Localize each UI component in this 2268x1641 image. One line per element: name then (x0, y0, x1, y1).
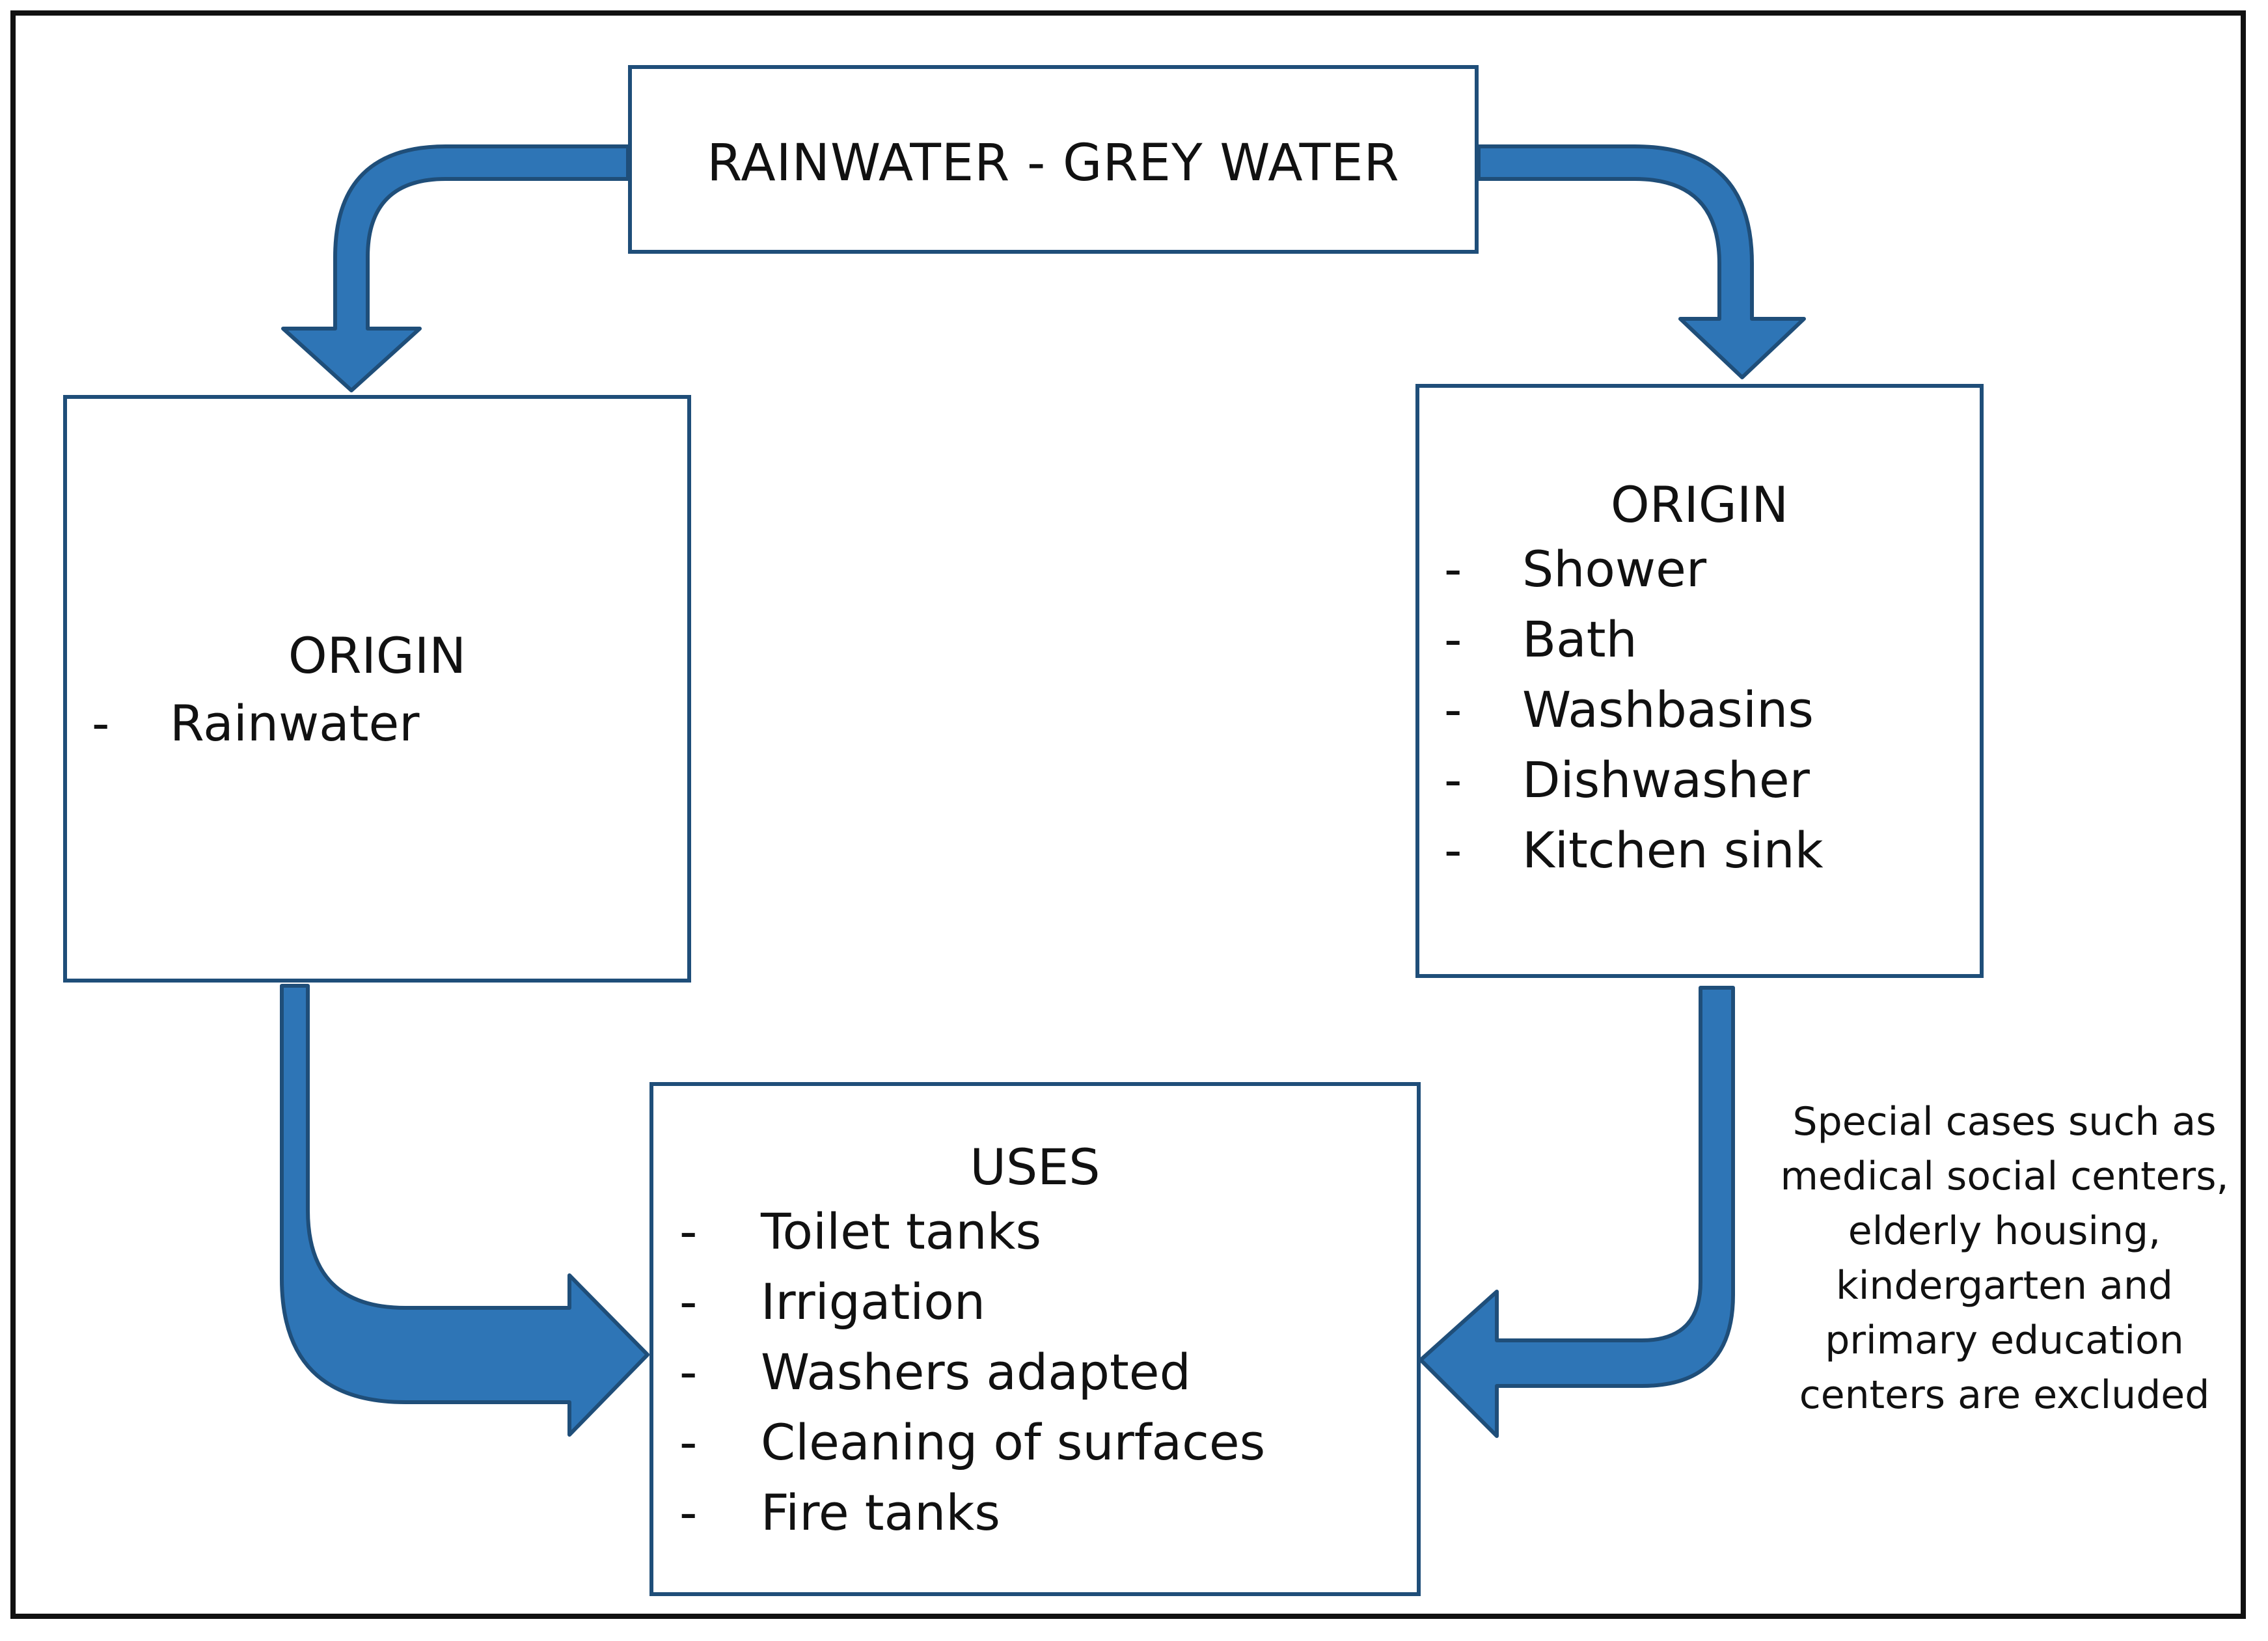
diagram-title: RAINWATER - GREY WATER (707, 134, 1400, 193)
list-item-text: Fire tanks (761, 1484, 1000, 1541)
list-dash: - (1444, 751, 1462, 809)
list-dash: - (1444, 821, 1462, 879)
list-dash: - (679, 1413, 698, 1471)
arrow-left-origin-to-uses (280, 984, 649, 1437)
uses-box: USES - Toilet tanks - Irrigation - Washers … (649, 1082, 1421, 1596)
list-item-text: Bath (1522, 610, 1637, 668)
list-item-text: Washbasins (1522, 681, 1814, 739)
list-dash: - (679, 1484, 698, 1541)
list-item-text: Shower (1522, 540, 1707, 598)
list-item-text: Washers adapted (761, 1343, 1191, 1401)
list-item: - Shower (1444, 534, 1971, 604)
list-item: - Washers adapted (679, 1337, 1408, 1407)
list-item: - Bath (1444, 604, 1971, 675)
list-item-text: Rainwater (170, 694, 420, 752)
list-item-text: Kitchen sink (1522, 821, 1824, 879)
list-dash: - (679, 1273, 698, 1331)
rainwater-origin-list: - Rainwater (92, 688, 664, 759)
list-item-text: Toilet tanks (761, 1202, 1042, 1260)
note-line: kindergarten and (1836, 1263, 2173, 1309)
list-item: - Rainwater (92, 688, 664, 759)
list-dash: - (679, 1202, 698, 1260)
list-item: - Cleaning of surfaces (679, 1407, 1408, 1478)
list-item-text: Dishwasher (1522, 751, 1810, 809)
arrow-title-to-left-origin (281, 144, 630, 392)
exclusion-note: Special cases such as medical social cen… (1751, 1094, 2258, 1422)
list-item: - Dishwasher (1444, 745, 1971, 815)
list-dash: - (1444, 681, 1462, 739)
note-line: centers are excluded (1799, 1372, 2210, 1418)
note-line: primary education (1825, 1318, 2184, 1363)
greywater-origin-list: - Shower - Bath - Washbasins - Dishwasher - K… (1444, 534, 1971, 886)
arrow-right-origin-to-uses (1419, 986, 1735, 1438)
list-item: - Washbasins (1444, 675, 1971, 745)
list-item-text: Cleaning of surfaces (761, 1413, 1266, 1471)
list-dash: - (1444, 540, 1462, 598)
note-line: elderly housing, (1848, 1208, 2161, 1254)
list-dash: - (92, 694, 110, 752)
title-box: RAINWATER - GREY WATER (628, 65, 1479, 254)
list-item: - Irrigation (679, 1267, 1408, 1337)
arrow-title-to-right-origin (1477, 144, 1806, 379)
list-item: - Toilet tanks (679, 1197, 1408, 1267)
greywater-origin-heading: ORIGIN (1610, 476, 1789, 534)
rainwater-origin-heading: ORIGIN (288, 627, 467, 685)
list-dash: - (679, 1343, 698, 1401)
note-line: Special cases such as (1792, 1099, 2217, 1145)
list-item: - Fire tanks (679, 1478, 1408, 1548)
uses-heading: USES (970, 1138, 1100, 1196)
list-dash: - (1444, 610, 1462, 668)
list-item: - Kitchen sink (1444, 815, 1971, 886)
uses-list: - Toilet tanks - Irrigation - Washers adapt… (679, 1197, 1408, 1548)
greywater-origin-box: ORIGIN - Shower - Bath - Washbasins - Dishwa… (1415, 384, 1984, 978)
list-item-text: Irrigation (761, 1273, 986, 1331)
note-line: medical social centers, (1780, 1154, 2229, 1199)
rainwater-origin-box: ORIGIN - Rainwater (63, 395, 691, 983)
